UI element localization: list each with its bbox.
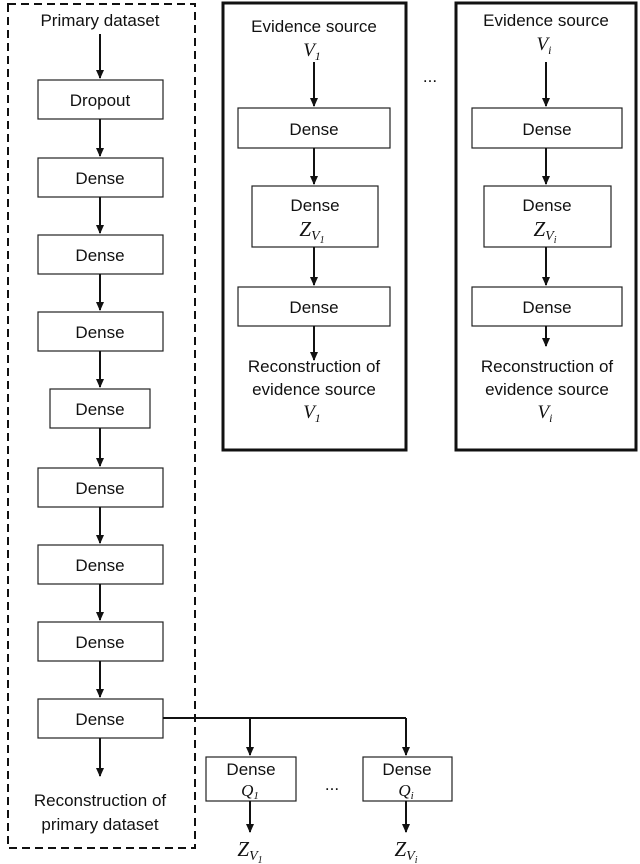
evidence-1-layer-1-label: Dense bbox=[289, 120, 338, 139]
evidence-i-latent-symbol: ZVi bbox=[533, 217, 556, 246]
primary-layer-9-label: Dense bbox=[75, 710, 124, 729]
primary-layer-7-label: Dense bbox=[75, 556, 124, 575]
evidence-1-recon-var: V1 bbox=[303, 402, 321, 425]
primary-layer-7 bbox=[37, 544, 164, 585]
evidence-1-latent-layer-label: Dense bbox=[290, 196, 339, 215]
evidence-1-title: Evidence source bbox=[251, 17, 377, 36]
evidence-i-recon-var: Vi bbox=[538, 402, 553, 425]
head-i-z-symbol: ZVi bbox=[394, 837, 417, 864]
evidence-i-layer-3 bbox=[471, 286, 623, 327]
projection-heads: Dense Q1 ZV1 ... Dense Qi ZVi bbox=[163, 717, 453, 864]
primary-layer-1-label: Dropout bbox=[70, 91, 131, 110]
evidence-1-layer-1 bbox=[237, 107, 391, 149]
primary-output-label-line2: primary dataset bbox=[41, 815, 158, 834]
evidence-i-layer-1 bbox=[471, 107, 623, 149]
primary-layer-5-label: Dense bbox=[75, 400, 124, 419]
primary-layer-1 bbox=[37, 79, 164, 120]
evidence-1-border bbox=[221, 1, 408, 452]
primary-layer-9 bbox=[37, 698, 164, 739]
evidence-1-layer-3-label: Dense bbox=[289, 298, 338, 317]
evidence-i-layer-1-label: Dense bbox=[522, 120, 571, 139]
primary-layer-8-label: Dense bbox=[75, 633, 124, 652]
evidence-i-layer-3-label: Dense bbox=[522, 298, 571, 317]
head-1-q-symbol: Q1 bbox=[241, 781, 259, 802]
primary-layer-6 bbox=[37, 467, 164, 508]
heads-ellipsis: ... bbox=[325, 775, 339, 794]
evidence-1-latent-symbol: ZV1 bbox=[299, 217, 324, 246]
evidence-i-recon-line1: Reconstruction of bbox=[481, 357, 614, 376]
evidence-1-latent-layer bbox=[251, 185, 379, 248]
head-1-layer-label: Dense bbox=[226, 760, 275, 779]
primary-layer-6-label: Dense bbox=[75, 479, 124, 498]
primary-layer-5 bbox=[49, 388, 151, 429]
evidence-1-recon-line1: Reconstruction of bbox=[248, 357, 381, 376]
primary-layer-8 bbox=[37, 621, 164, 662]
evidence-i-title: Evidence source bbox=[483, 11, 609, 30]
primary-layer-3 bbox=[37, 234, 164, 275]
head-1-z-symbol: ZV1 bbox=[237, 837, 262, 864]
primary-layer-4 bbox=[37, 311, 164, 352]
head-i-layer-label: Dense bbox=[382, 760, 431, 779]
evidence-1-var: V1 bbox=[303, 40, 321, 63]
head-1-layer bbox=[205, 756, 297, 802]
evidence-autoencoder-1: Evidence source V1 Dense Dense ZV1 Dense… bbox=[221, 1, 408, 452]
evidence-i-border bbox=[454, 1, 638, 452]
primary-autoencoder: Primary dataset Dropout Dense Dense Dens… bbox=[7, 3, 196, 849]
primary-input-label: Primary dataset bbox=[40, 11, 159, 30]
primary-layer-2-label: Dense bbox=[75, 169, 124, 188]
primary-output-label-line1: Reconstruction of bbox=[34, 791, 167, 810]
evidence-ellipsis: ... bbox=[423, 67, 437, 86]
evidence-1-layer-3 bbox=[237, 286, 391, 327]
evidence-i-recon-line2: evidence source bbox=[485, 380, 609, 399]
head-i-layer bbox=[362, 756, 453, 802]
primary-dashed-border bbox=[7, 3, 196, 849]
evidence-i-latent-layer-label: Dense bbox=[522, 196, 571, 215]
evidence-i-latent-layer bbox=[483, 185, 612, 248]
primary-layer-3-label: Dense bbox=[75, 246, 124, 265]
evidence-autoencoder-i: Evidence source Vi Dense Dense ZVi Dense… bbox=[454, 1, 638, 452]
primary-layer-2 bbox=[37, 157, 164, 198]
primary-layer-4-label: Dense bbox=[75, 323, 124, 342]
evidence-1-recon-line2: evidence source bbox=[252, 380, 376, 399]
head-i-q-symbol: Qi bbox=[398, 781, 413, 802]
evidence-i-var: Vi bbox=[537, 34, 552, 57]
